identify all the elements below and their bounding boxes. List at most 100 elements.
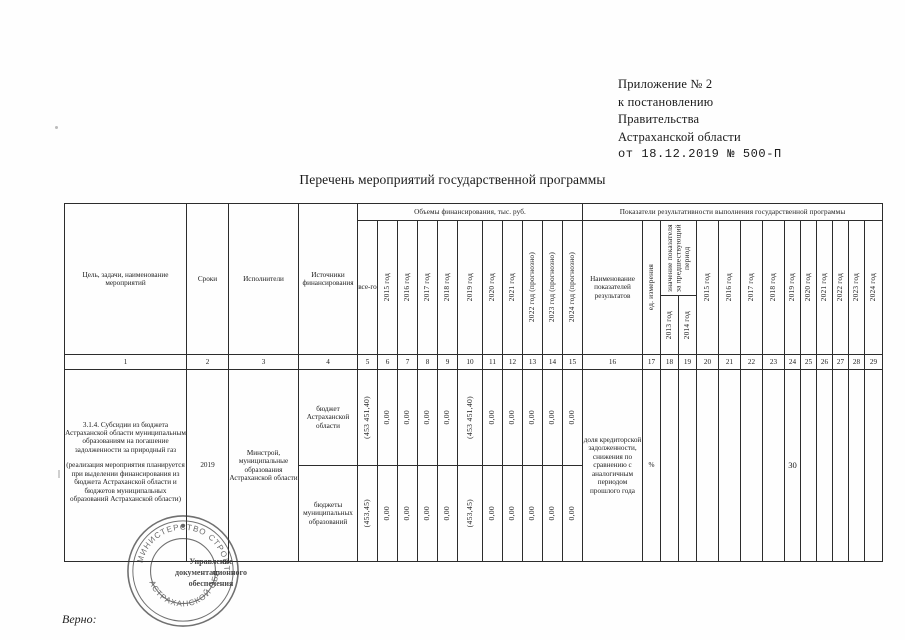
col-header-unit: ед. измерения bbox=[642, 220, 661, 355]
row2-2016: 0,00 bbox=[397, 465, 418, 562]
row2-2024: 0,00 bbox=[562, 465, 583, 562]
col-header-ind-2019: 2019 год bbox=[784, 220, 801, 355]
row2-2020-value: 0,00 bbox=[487, 506, 497, 521]
row1-2021-value: 0,00 bbox=[507, 410, 517, 425]
row1-2019: (453 451,40) bbox=[457, 369, 483, 466]
col-header-prev-2014-label: 2014 год bbox=[682, 310, 692, 340]
col-header-ind-2015-label: 2015 год bbox=[702, 273, 712, 302]
colnum-6: 6 bbox=[377, 354, 398, 370]
row1-2023-value: 0,00 bbox=[547, 410, 557, 425]
row2-2021: 0,00 bbox=[502, 465, 523, 562]
colnum-4: 4 bbox=[298, 354, 358, 370]
row-ind-2015 bbox=[696, 369, 719, 562]
row1-2015-value: 0,00 bbox=[382, 410, 392, 425]
col-header-ind-2023: 2023 год bbox=[848, 220, 865, 355]
col-header-prev-2014: 2014 год bbox=[678, 295, 697, 355]
colnum-18: 18 bbox=[660, 354, 679, 370]
row-ind-2023 bbox=[848, 369, 865, 562]
row2-2017-value: 0,00 bbox=[422, 506, 432, 521]
row-terms: 2019 bbox=[186, 369, 229, 562]
col-header-total: все-го bbox=[357, 220, 378, 355]
row-ind-2019: 30 bbox=[784, 369, 801, 562]
col-header-fin-2021-label: 2021 год bbox=[507, 273, 517, 302]
span-header-indicators: Показатели результативности выполнения г… bbox=[582, 203, 883, 221]
colnum-13: 13 bbox=[522, 354, 543, 370]
col-header-ind-2017: 2017 год bbox=[740, 220, 763, 355]
program-measures-table: Цель, задачи, наименование мероприятий С… bbox=[64, 203, 883, 562]
colnum-14: 14 bbox=[542, 354, 563, 370]
row1-total: (453 451,40) bbox=[357, 369, 378, 466]
row2-2022-value: 0,00 bbox=[527, 506, 537, 521]
row1-2024: 0,00 bbox=[562, 369, 583, 466]
colnum-2: 2 bbox=[186, 354, 229, 370]
row-goal-title: 3.1.4. Субсидии из бюджета Астраханской … bbox=[65, 420, 186, 454]
table-row: 3.1.4. Субсидии из бюджета Астраханской … bbox=[64, 369, 883, 562]
row2-2021-value: 0,00 bbox=[507, 506, 517, 521]
span-header-financing: Объемы финансирования, тыс. руб. bbox=[357, 203, 583, 221]
row-prev-2013 bbox=[660, 369, 679, 562]
col-header-ind-2022-label: 2022 год bbox=[835, 273, 845, 302]
col-header-fin-2018: 2018 год bbox=[437, 220, 458, 355]
col-header-fin-2020: 2020 год bbox=[482, 220, 503, 355]
row1-2020: 0,00 bbox=[482, 369, 503, 466]
stamp-center-line-3: обеспечения bbox=[188, 579, 234, 588]
col-header-ind-2020: 2020 год bbox=[800, 220, 817, 355]
row-ind-2017 bbox=[740, 369, 763, 562]
colnum-7: 7 bbox=[397, 354, 418, 370]
col-header-ind-2022: 2022 год bbox=[832, 220, 849, 355]
col-header-fin-2019-label: 2019 год bbox=[464, 273, 474, 302]
row-ind-2020 bbox=[800, 369, 817, 562]
col-header-fin-2015-label: 2015 год bbox=[382, 273, 392, 302]
col-header-fin-2016: 2016 год bbox=[397, 220, 418, 355]
row2-2016-value: 0,00 bbox=[402, 506, 412, 521]
col-header-unit-label: ед. измерения bbox=[646, 264, 656, 311]
colnum-1: 1 bbox=[64, 354, 187, 370]
row-indicator-name: доля кредиторской задолженности, снижени… bbox=[582, 369, 643, 562]
colnum-17: 17 bbox=[642, 354, 661, 370]
col-header-fin-2023: 2023 год (прогнозно) bbox=[542, 220, 563, 355]
col-header-fin-2017-label: 2017 год bbox=[422, 273, 432, 302]
colnum-19: 19 bbox=[678, 354, 697, 370]
verno-label: Верно: bbox=[62, 612, 97, 626]
row2-2023-value: 0,00 bbox=[547, 506, 557, 521]
row-goal-note: (реализация мероприятия планируется при … bbox=[66, 461, 185, 503]
scan-speck bbox=[55, 126, 58, 129]
row2-2018: 0,00 bbox=[437, 465, 458, 562]
table-header-row-2: все-го 2015 год 2016 год 2017 год 2018 г… bbox=[65, 220, 883, 355]
colnum-8: 8 bbox=[417, 354, 438, 370]
table-numbering-row: 1 2 3 4 5 6 7 8 9 10 11 12 13 14 15 16 1… bbox=[64, 354, 883, 370]
row1-2018: 0,00 bbox=[437, 369, 458, 466]
table-span-header-row: Цель, задачи, наименование мероприятий С… bbox=[64, 203, 883, 355]
col-header-ind-2016: 2016 год bbox=[718, 220, 741, 355]
colnum-24: 24 bbox=[784, 354, 801, 370]
col-header-ind-2015: 2015 год bbox=[696, 220, 719, 355]
appendix-date-line: от 18.12.2019 № 500-П bbox=[618, 147, 782, 161]
row1-2019-value: (453 451,40) bbox=[464, 396, 474, 439]
col-header-prev-2013: 2013 год bbox=[660, 295, 679, 355]
row2-2019-value: (453,45) bbox=[464, 499, 474, 528]
row1-2017: 0,00 bbox=[417, 369, 438, 466]
row-ind-2018 bbox=[762, 369, 785, 562]
row2-2023: 0,00 bbox=[542, 465, 563, 562]
table-header-row-3: 2013 год 2014 год bbox=[65, 295, 883, 355]
col-header-prev-period: значение показателя за предшествующий пе… bbox=[660, 220, 697, 296]
row-executors: Минстрой, муниципальные образования Астр… bbox=[228, 369, 299, 562]
col-header-fin-2017: 2017 год bbox=[417, 220, 438, 355]
page-title: Перечень мероприятий государственной про… bbox=[299, 172, 606, 187]
colnum-20: 20 bbox=[696, 354, 719, 370]
col-header-fin-2023-label: 2023 год (прогнозно) bbox=[547, 252, 557, 323]
col-header-fin-2016-label: 2016 год bbox=[402, 273, 412, 302]
colnum-3: 3 bbox=[228, 354, 299, 370]
col-header-ind-2016-label: 2016 год bbox=[724, 273, 734, 302]
colnum-10: 10 bbox=[457, 354, 483, 370]
colnum-5: 5 bbox=[357, 354, 378, 370]
col-header-ind-2017-label: 2017 год bbox=[746, 273, 756, 302]
col-header-fin-2015: 2015 год bbox=[377, 220, 398, 355]
row1-2015: 0,00 bbox=[377, 369, 398, 466]
row1-2018-value: 0,00 bbox=[442, 410, 452, 425]
row-ind-2022 bbox=[832, 369, 849, 562]
row2-total: (453,45) bbox=[357, 465, 378, 562]
row1-2016: 0,00 bbox=[397, 369, 418, 466]
col-header-prev-period-label: значение показателя за предшествующий пе… bbox=[664, 224, 691, 292]
colnum-28: 28 bbox=[848, 354, 865, 370]
